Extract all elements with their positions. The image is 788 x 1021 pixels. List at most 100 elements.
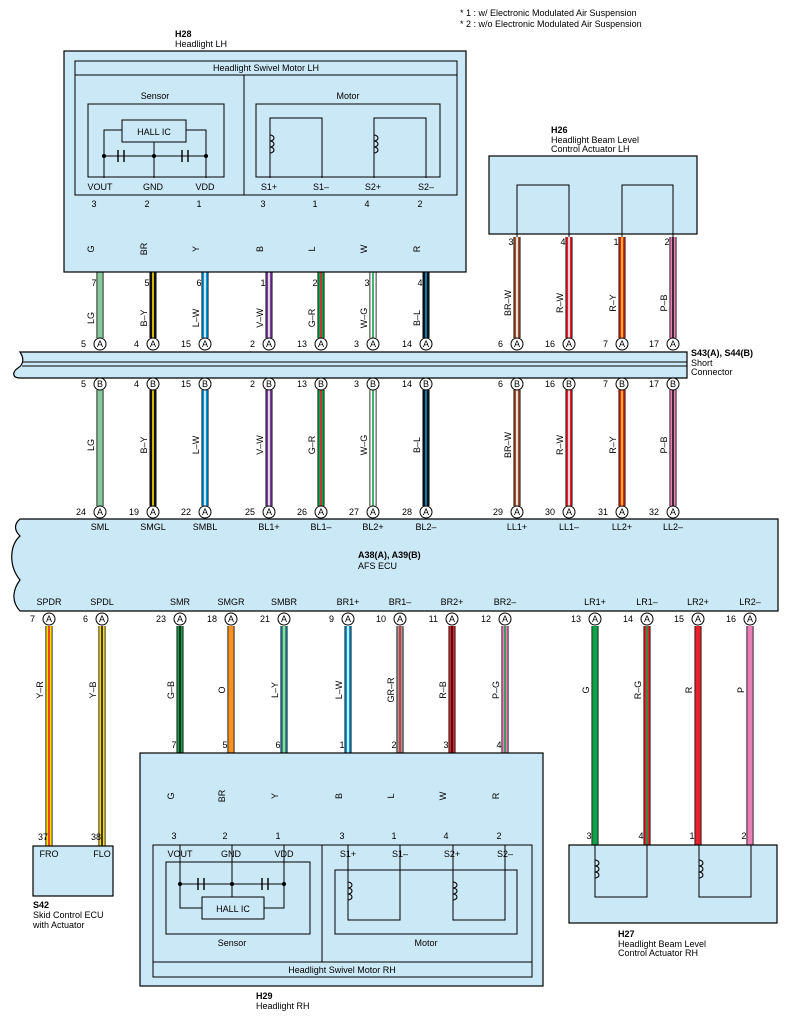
h28-wire-color-label: Y (191, 246, 201, 252)
lower-wire-color-label: Y–B (88, 681, 98, 698)
ecu-top-circle (510, 505, 524, 519)
afs-ecu-name: AFS ECU (358, 561, 397, 571)
ecu-bottom-circle-letter: A (281, 614, 287, 624)
h29-top-pin: 2 (391, 740, 396, 750)
h28-swivel-title: Headlight Swivel Motor LH (213, 63, 319, 73)
ecu-bottom-terminal: LR2+ (687, 597, 709, 607)
short-connector-top-circle (419, 337, 433, 351)
ecu-top-pin: 26 (297, 507, 307, 517)
s42-terminal: FLO (93, 849, 111, 859)
upper-wire-pin: 1 (260, 278, 265, 288)
h27-name-1: Headlight Beam Level (618, 939, 706, 949)
mid-wire-color-label: L–W (191, 435, 201, 454)
h28-terminal-label: S2– (418, 182, 434, 192)
short-connector-top-pin: 5 (81, 339, 86, 349)
h28-terminal-label: VDD (195, 182, 215, 192)
h29-wire-color-label: W (438, 791, 448, 800)
h29-wire-color-label: R (491, 792, 501, 799)
ecu-bottom-terminal: SPDL (90, 597, 114, 607)
short-connector-top-circle (198, 337, 212, 351)
short-connector-bottom-pin: 14 (402, 379, 412, 389)
s42-code: S42 (33, 900, 49, 910)
h29-top-pin: 3 (443, 740, 448, 750)
h29-terminal: S1– (392, 849, 408, 859)
short-connector-bottom-circle-letter: B (566, 379, 572, 389)
short-connector-bottom-circle-letter: B (370, 379, 376, 389)
h28-motor-box (255, 103, 441, 178)
note-2: * 2 : w/o Electronic Modulated Air Suspe… (460, 19, 642, 29)
h29-wire-color-label: BR (217, 789, 227, 802)
upper-wire-color-label: B–Y (139, 309, 149, 326)
h29-sensor-label: Sensor (218, 938, 247, 948)
ecu-bottom-terminal: SMR (170, 597, 191, 607)
ecu-top-terminal: SML (91, 522, 110, 532)
ecu-bottom-circle-letter: A (695, 614, 701, 624)
short-connector-bar (13, 351, 688, 379)
ecu-top-circle-letter: A (318, 507, 324, 517)
h28-wire-color-label: R (412, 245, 422, 252)
mid-wire-color-label: P–B (659, 436, 669, 453)
h28-wire-color-label: L (307, 246, 317, 251)
ecu-top-pin: 30 (545, 507, 555, 517)
ecu-bottom-pin: 16 (726, 614, 736, 624)
ecu-bottom-circle (691, 612, 705, 626)
h27-pin: 2 (741, 831, 746, 841)
mid-wire-color-label: LG (86, 439, 96, 451)
ecu-top-pin: 19 (129, 507, 139, 517)
ecu-top-terminal: BL2+ (362, 522, 383, 532)
h26-wire-color-label: R–W (555, 292, 565, 313)
ecu-top-terminal: SMGL (140, 522, 166, 532)
ecu-top-circle (366, 505, 380, 519)
h29-pin: 1 (275, 831, 280, 841)
h28-wire-color-label: B (255, 246, 265, 252)
coil-icon (594, 859, 600, 879)
short-connector-top-circle-letter: A (97, 339, 103, 349)
mid-wire-color-label: B–Y (139, 436, 149, 453)
coil-icon (347, 881, 353, 901)
upper-wire-pin: 5 (144, 278, 149, 288)
short-connector-top-circle-letter: A (266, 339, 272, 349)
ecu-top-circle-letter: A (202, 507, 208, 517)
note-1: * 1 : w/ Electronic Modulated Air Suspen… (460, 8, 637, 18)
h29-pin: 2 (222, 831, 227, 841)
h28-hall-label: HALL IC (137, 127, 171, 137)
h26-wire-color-label: P–B (659, 294, 669, 311)
ecu-top-pin: 32 (649, 507, 659, 517)
lower-wire-color-label: L–Y (270, 682, 280, 698)
short-connector-top-pin: 16 (545, 339, 555, 349)
short-connector-top-circle (562, 337, 576, 351)
ecu-bottom-circle-letter: A (592, 614, 598, 624)
ecu-top-circle (262, 505, 276, 519)
short-connector-bottom-circle (93, 377, 107, 391)
ecu-bottom-pin: 23 (156, 614, 166, 624)
ecu-bottom-pin: 6 (83, 614, 88, 624)
h29-wire-color-label: L (386, 793, 396, 798)
s42-pin: 38 (91, 832, 101, 842)
ecu-top-pin: 29 (493, 507, 503, 517)
short-connector-bottom-circle (198, 377, 212, 391)
ecu-top-circle (146, 505, 160, 519)
short-connector-bottom-pin: 6 (498, 379, 503, 389)
short-connector-bottom-circle (366, 377, 380, 391)
short-connector-bottom-circle (314, 377, 328, 391)
ecu-top-terminal: SMBL (193, 522, 218, 532)
mid-wire-color-label: V–W (255, 435, 265, 455)
ecu-top-pin: 25 (245, 507, 255, 517)
short-connector-bottom-circle-letter: B (514, 379, 520, 389)
h26-pin-number: 1 (613, 237, 618, 247)
ecu-bottom-circle (498, 612, 512, 626)
h29-top-pin: 7 (171, 740, 176, 750)
short-connector-top-circle-letter: A (619, 339, 625, 349)
h28-pin-number: 4 (364, 199, 369, 209)
short-connector-top-circle (262, 337, 276, 351)
short-connector-top-circle (510, 337, 524, 351)
lower-wire-color-label: R–B (438, 681, 448, 699)
h28-wire-color-label: BR (139, 242, 149, 255)
h29-pin: 3 (339, 831, 344, 841)
short-connector-top-pin: 2 (250, 339, 255, 349)
upper-wire-color-label: V–W (255, 308, 265, 328)
h26-name-1: Headlight Beam Level (551, 135, 639, 145)
ecu-bottom-terminal: BR1+ (337, 597, 360, 607)
short-connector-top-circle-letter: A (370, 339, 376, 349)
